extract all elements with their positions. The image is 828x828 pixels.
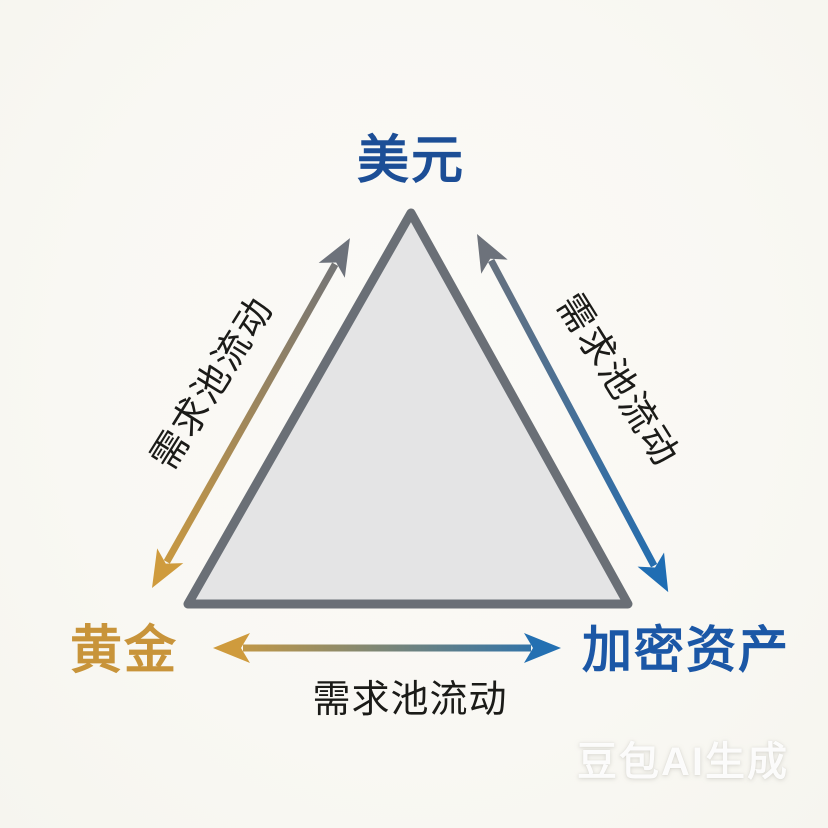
edge-arrow-left [152, 238, 350, 588]
edge-arrow-bottom [213, 633, 561, 663]
node-label-usd: 美元 [356, 132, 466, 190]
arrowhead-right-bottom [637, 552, 669, 593]
arrowhead-left-bottom [152, 548, 184, 588]
watermark-doubao-ai: 豆包AI生成 [577, 740, 789, 784]
edge-label-bottom: 需求池流动 [312, 679, 508, 721]
arrowhead-left-top [318, 238, 350, 278]
node-label-crypto: 加密资产 [582, 622, 790, 678]
node-label-gold: 黄金 [69, 622, 179, 680]
arrowhead-bottom-left [213, 633, 250, 663]
edge-arrow-right [477, 234, 669, 593]
arrowhead-right-top [477, 234, 508, 274]
triangle [183, 208, 633, 609]
arrowhead-bottom-right [524, 633, 561, 663]
